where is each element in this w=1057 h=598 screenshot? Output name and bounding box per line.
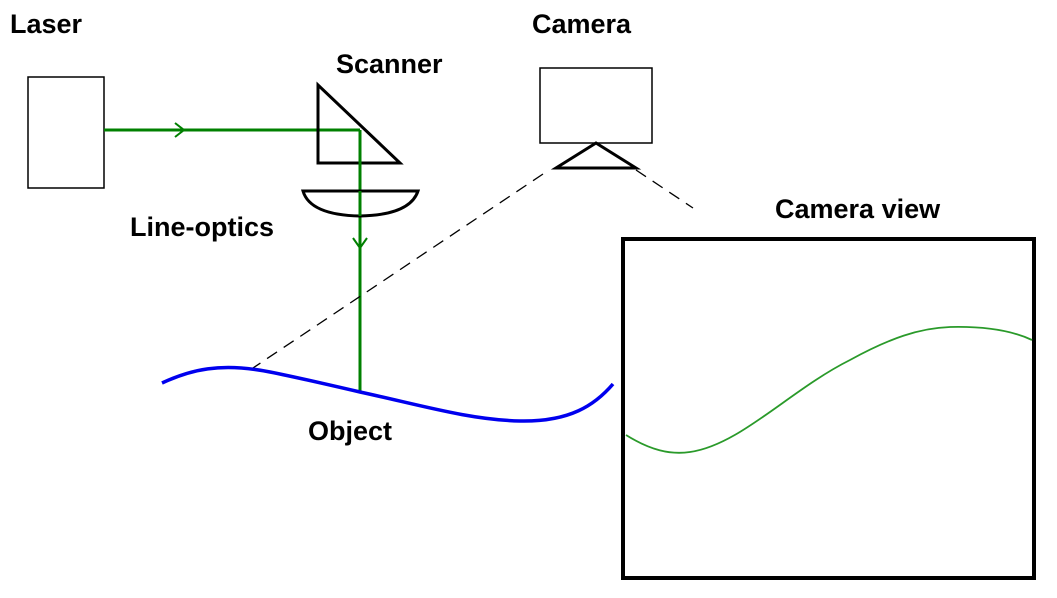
laser-box	[27, 76, 105, 189]
object-label: Object	[308, 416, 392, 446]
camera-sightline-right	[635, 169, 694, 209]
camera-view-frame	[621, 237, 1036, 580]
camera-body	[539, 67, 653, 144]
laser-profile-curve	[625, 326, 1033, 454]
camera-view-label: Camera view	[775, 194, 941, 224]
camera-label: Camera	[532, 9, 632, 39]
camera-lens	[550, 141, 642, 170]
scanner-label: Scanner	[336, 49, 443, 79]
line-optics-label: Line-optics	[130, 212, 274, 242]
beam-arrow-icon	[174, 122, 186, 138]
object-surface	[161, 365, 615, 423]
beam-arrow-down-icon	[352, 237, 368, 250]
laser-label: Laser	[10, 9, 83, 39]
